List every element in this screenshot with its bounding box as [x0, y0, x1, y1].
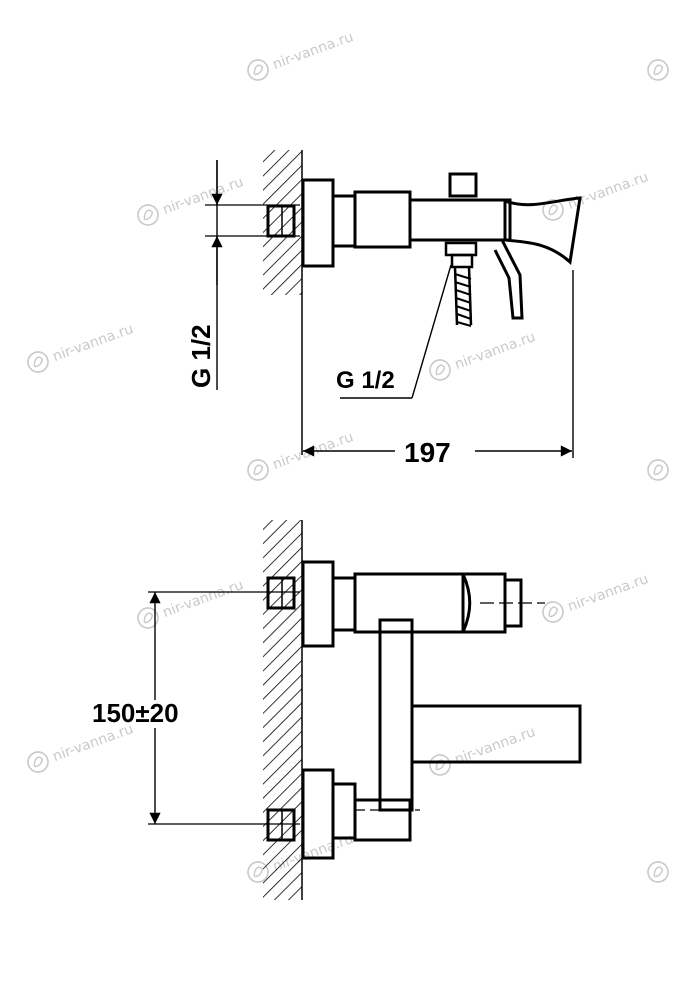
svg-text:nir-vanna.ru: nir-vanna.ru — [51, 321, 136, 365]
hose-outlet — [444, 241, 478, 257]
mixer-body-top — [353, 190, 412, 249]
top-view: 150±20 — [92, 520, 582, 900]
svg-text:nir-vanna.ru: nir-vanna.ru — [161, 577, 246, 621]
diverter-knob — [448, 172, 478, 198]
handle-lever — [493, 239, 524, 320]
flange-upper — [301, 560, 335, 648]
flange-top — [301, 178, 335, 268]
inlet-nut-lower — [266, 808, 296, 842]
spout-top-view — [410, 704, 582, 764]
svg-text:nir-vanna.ru: nir-vanna.ru — [271, 29, 356, 73]
side-view: G 1/2 G 1/2 197 — [186, 150, 582, 468]
lower-body — [353, 798, 412, 842]
spacing-label: 150±20 — [92, 698, 179, 728]
spout-top — [503, 196, 582, 265]
inlet-nut-upper — [266, 576, 296, 610]
mixer-body — [353, 572, 465, 634]
watermark-layer: nir-vanna.ru nir-vanna.ru nir-vanna.ru n… — [24, 29, 672, 886]
inlet-nut-top — [266, 204, 296, 238]
svg-text:nir-vanna.ru: nir-vanna.ru — [566, 571, 651, 615]
connector-top — [331, 194, 357, 248]
svg-text:nir-vanna.ru: nir-vanna.ru — [453, 329, 538, 373]
connecting-tube — [378, 618, 414, 812]
side-thread-label: G 1/2 — [186, 324, 216, 388]
width-label: 197 — [404, 437, 451, 468]
hose-thread-label: G 1/2 — [336, 367, 395, 394]
svg-text:nir-vanna.ru: nir-vanna.ru — [161, 174, 246, 218]
